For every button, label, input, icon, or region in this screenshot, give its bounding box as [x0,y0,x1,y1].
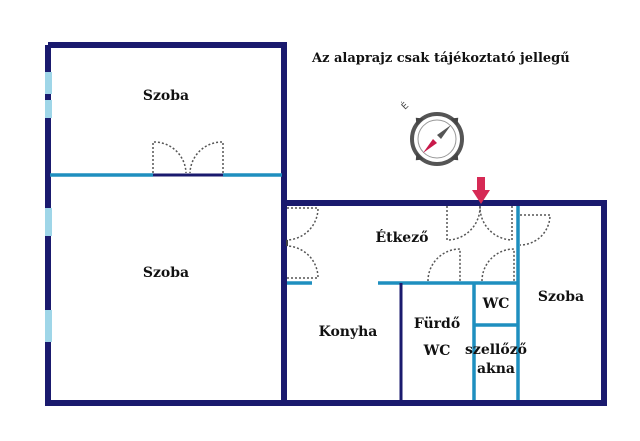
room-label-konyha: Konyha [319,324,378,340]
room-label-szoba-right: Szoba [538,289,584,305]
windows [45,72,52,342]
room-label-akna: akna [477,361,515,377]
compass-north-label: É [399,99,412,112]
room-label-szoba-left: Szoba [143,265,189,281]
inner-walls [50,173,520,400]
outer-walls [45,42,607,406]
disclaimer-note: Az alaprajz csak tájékoztató jellegű [311,51,570,66]
room-label-wc: WC [482,296,510,312]
room-label-etkezo: Étkező [375,228,428,246]
entrance-arrow-icon [472,177,490,204]
doors [152,141,551,282]
room-label-furdo: Fürdő [414,316,460,332]
room-label-szellozo: szellőző [465,342,527,358]
room-label-szoba-top: Szoba [143,88,189,104]
compass-icon: É [399,99,464,166]
room-label-wc-furdo: WC [423,343,451,359]
